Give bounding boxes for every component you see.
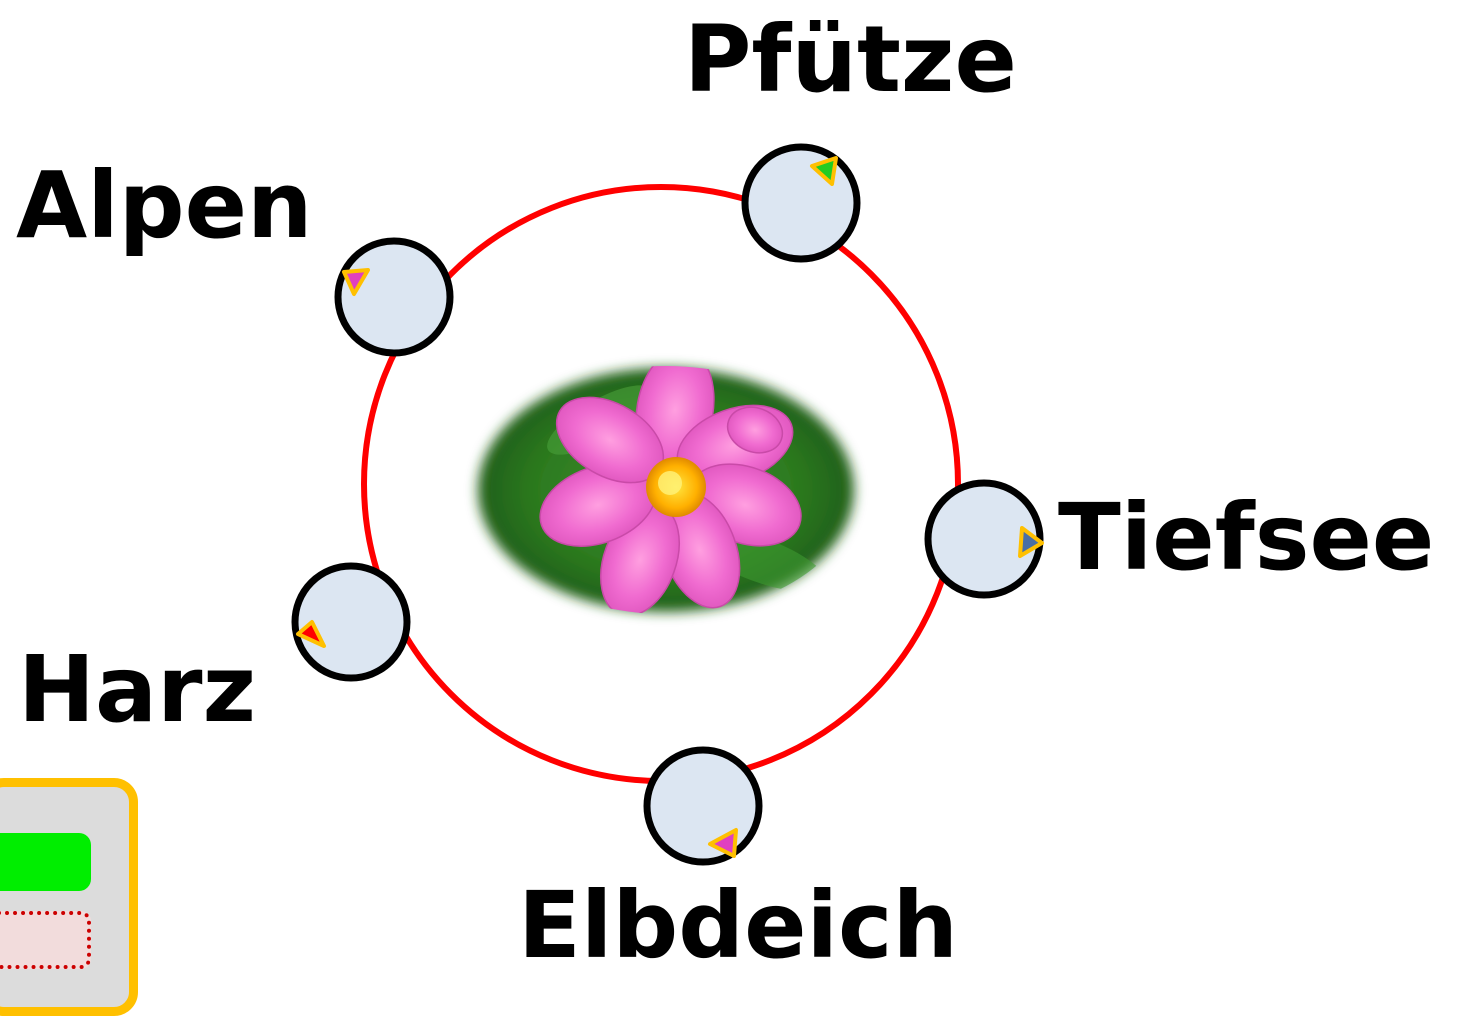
node-alpen[interactable] bbox=[338, 241, 450, 353]
node-tiefsee[interactable] bbox=[928, 483, 1042, 595]
control-panel bbox=[0, 778, 138, 1016]
green-action-button[interactable] bbox=[0, 833, 91, 891]
node-label-elbdeich: Elbdeich bbox=[518, 880, 958, 972]
node-label-tiefsee: Tiefsee bbox=[1058, 492, 1434, 584]
node-label-alpen: Alpen bbox=[16, 160, 312, 252]
node-label-pfuetze: Pfütze bbox=[684, 14, 1017, 106]
node-pfuetze[interactable] bbox=[745, 147, 857, 259]
dotted-drop-slot[interactable] bbox=[0, 911, 91, 969]
node-elbdeich[interactable] bbox=[647, 750, 759, 862]
node-harz[interactable] bbox=[295, 566, 407, 678]
game-board bbox=[0, 0, 1466, 964]
node-label-harz: Harz bbox=[18, 644, 256, 736]
flower-icon bbox=[478, 342, 854, 626]
